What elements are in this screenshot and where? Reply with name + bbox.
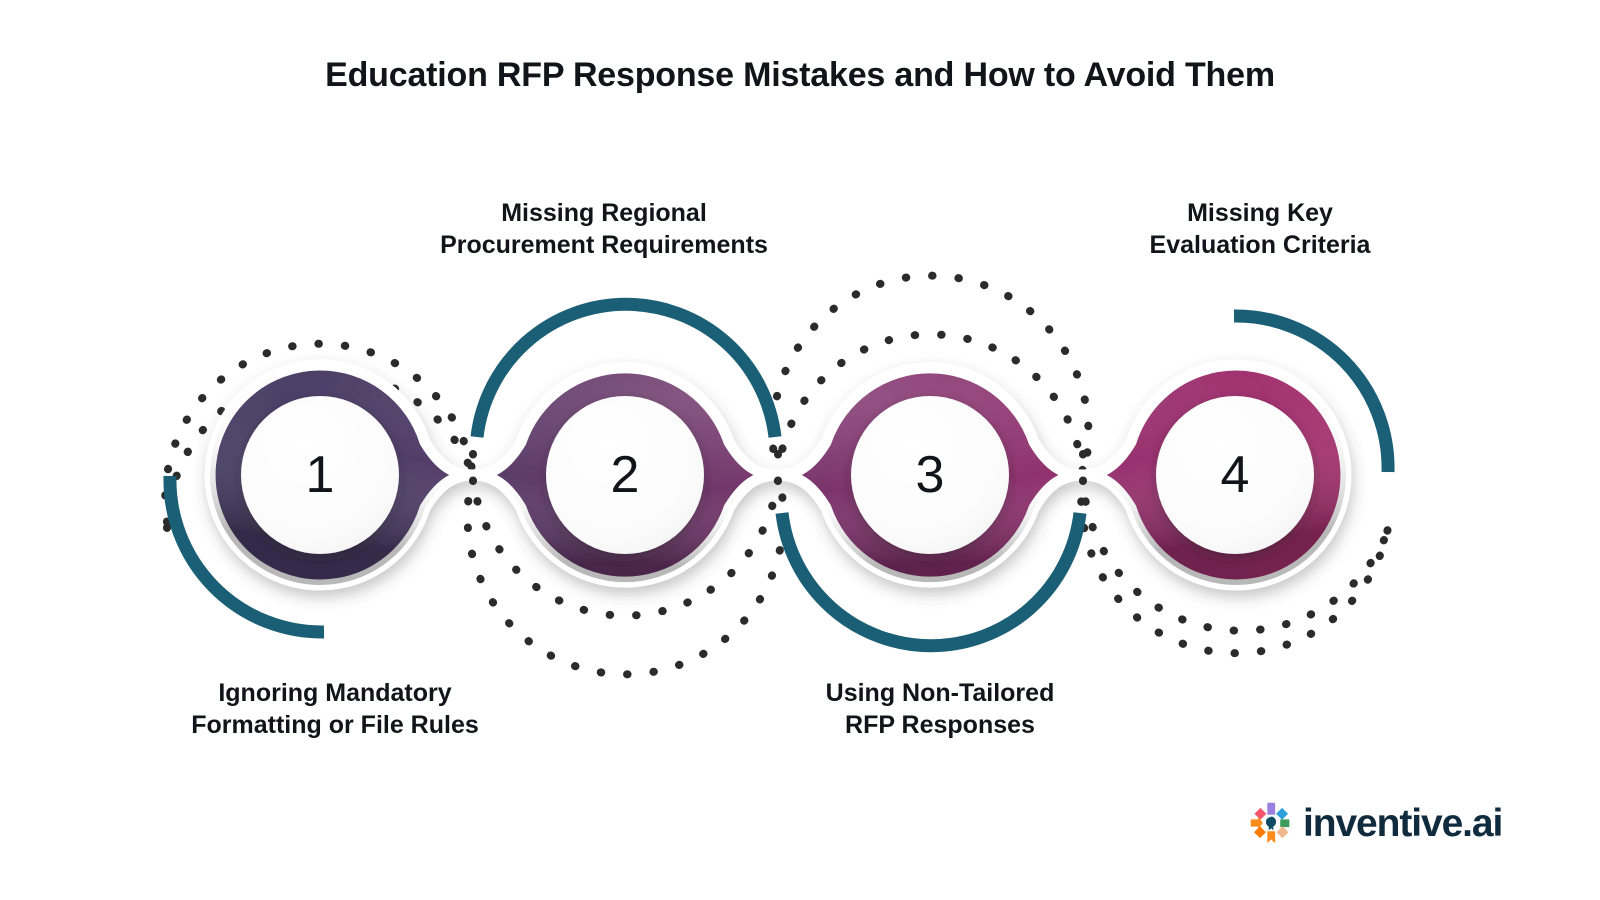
dotted-arc-step-4 xyxy=(1077,471,1393,658)
page-title: Education RFP Response Mistakes and How … xyxy=(325,56,1275,94)
petal-bottom xyxy=(1267,831,1276,844)
step-node-2[interactable]: 2 xyxy=(546,396,704,554)
logo-wordmark: inventive.ai xyxy=(1303,801,1503,845)
starburst-tail xyxy=(1268,825,1274,831)
step-number-3: 3 xyxy=(916,446,945,504)
step-number-4: 4 xyxy=(1221,446,1250,504)
step-node-3[interactable]: 3 xyxy=(851,396,1009,554)
petal-lower-left xyxy=(1253,826,1266,839)
petal-lower-right xyxy=(1276,826,1289,839)
step-number-1: 1 xyxy=(306,446,335,504)
petal-upper-right xyxy=(1276,807,1289,820)
dotted-arc-under-4 xyxy=(1079,471,1393,635)
step-label-4: Missing Key Evaluation Criteria xyxy=(1149,199,1371,259)
step-circle-2 xyxy=(546,396,704,554)
petal-right xyxy=(1280,819,1290,828)
step-node-4[interactable]: 4 xyxy=(1156,396,1314,554)
petal-upper-left xyxy=(1254,807,1267,820)
step-label-1: Ignoring Mandatory Formatting or File Ru… xyxy=(191,679,479,739)
step-circle-1 xyxy=(241,396,399,554)
dotted-arc-under-2 xyxy=(463,471,788,679)
petal-left xyxy=(1250,816,1263,830)
dotted-accent-arcs xyxy=(161,330,1393,658)
step-node-1[interactable]: 1 xyxy=(241,396,399,554)
step-label-2: Missing Regional Procurement Requirement… xyxy=(440,199,768,259)
step-circle-3 xyxy=(851,396,1009,554)
step-label-3: Using Non-Tailored RFP Responses xyxy=(825,679,1055,739)
process-chain-diagram: 1 2 3 4 xyxy=(161,271,1395,679)
dotted-arc-step-1 xyxy=(161,339,477,526)
petal-top xyxy=(1267,802,1276,815)
dotted-arc-over-3 xyxy=(768,271,1093,479)
step-nodes: 1 2 3 4 xyxy=(241,396,1314,554)
teal-arc-step-4 xyxy=(1233,309,1395,473)
brand-logo: inventive.ai xyxy=(1248,792,1558,854)
step-number-2: 2 xyxy=(611,446,640,504)
starburst-core xyxy=(1265,817,1277,828)
teal-arc-step-1 xyxy=(163,475,325,639)
step-circle-4 xyxy=(1156,396,1314,554)
starburst-icon xyxy=(1250,802,1290,844)
